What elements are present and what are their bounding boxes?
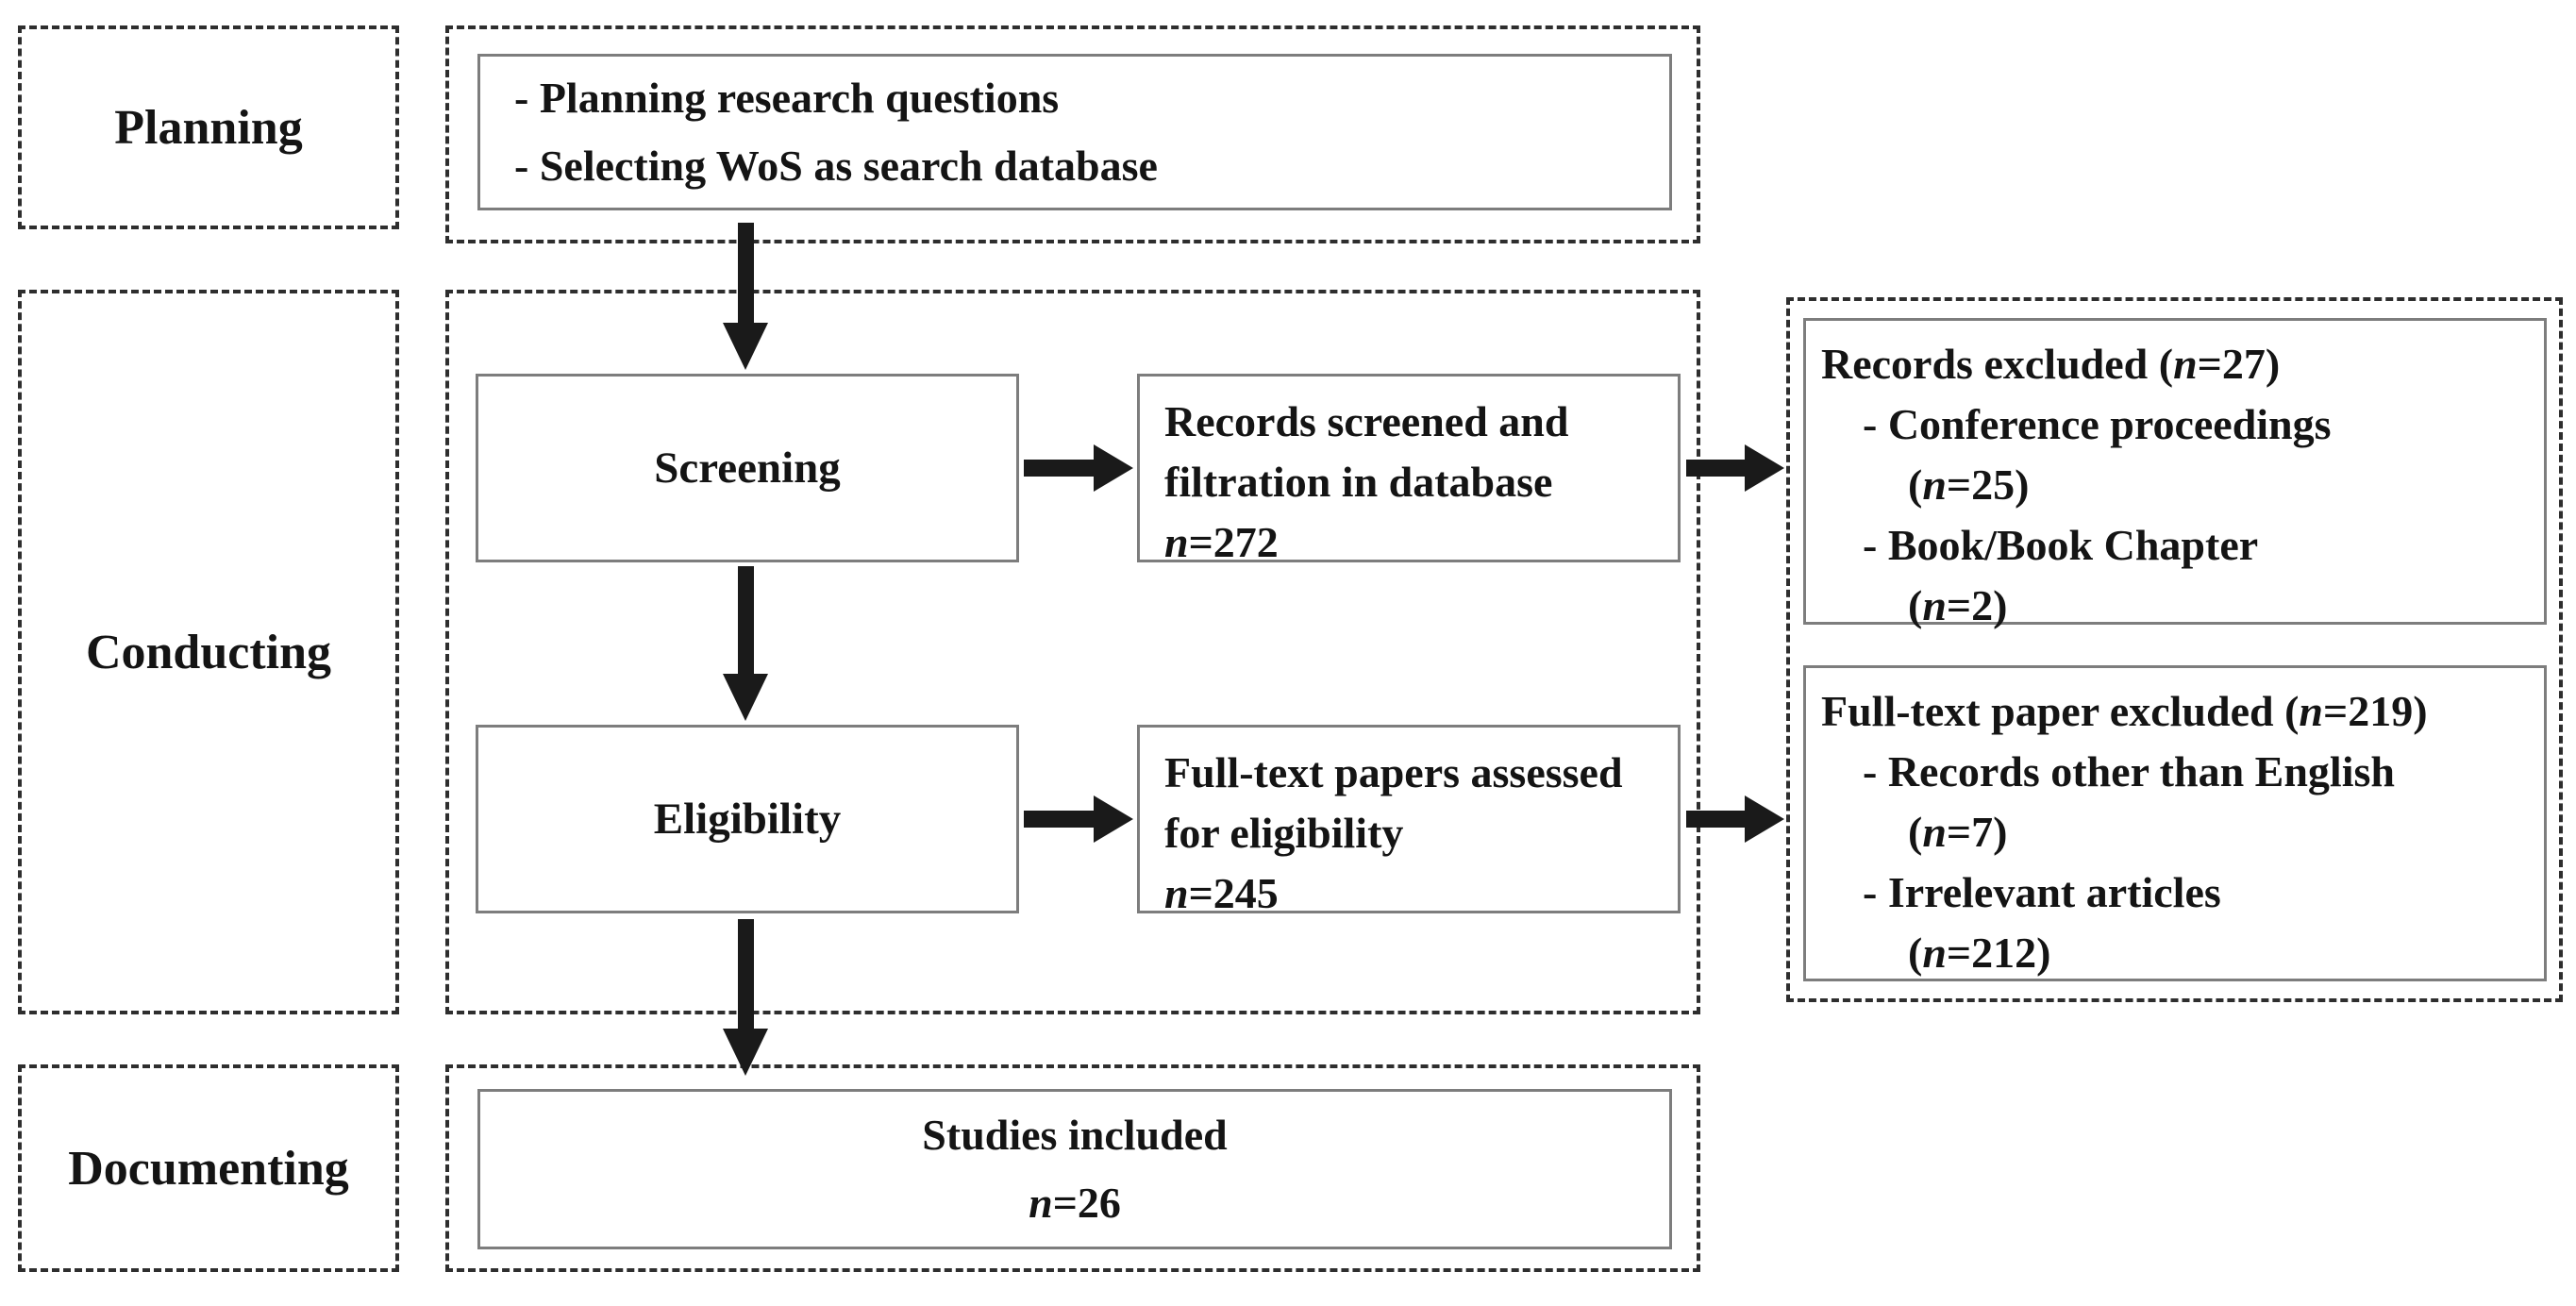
fulltext-excluded-item-2: - Irrelevant articles <box>1863 868 2221 916</box>
arrow-head-right-icon <box>1094 444 1133 492</box>
planning-output-box: - Planning research questions - Selectin… <box>477 54 1672 210</box>
phase-label-documenting: Documenting <box>68 1141 349 1196</box>
planning-output-line-2: - Selecting WoS as search database <box>514 142 1158 190</box>
records-excluded-title-text: Records excluded ( <box>1821 340 2174 388</box>
fulltext-excluded-item-1: - Records other than English <box>1863 747 2395 795</box>
arrow-screening-to-records-screened <box>1024 444 1133 492</box>
records-excluded-item-1-paren: ( <box>1908 460 1923 509</box>
records-excluded-item-2-value: =2) <box>1946 581 2008 629</box>
arrow-head-down-icon <box>723 674 768 721</box>
studies-included-count-line: n=26 <box>1029 1169 1121 1237</box>
phase-box-documenting: Documenting <box>18 1064 399 1272</box>
phase-box-conducting: Conducting <box>18 290 399 1014</box>
records-excluded-item-2-n: n <box>1922 581 1947 629</box>
fulltext-excluded-item-2-count: (n=212) <box>1908 923 2533 983</box>
arrow-shaft <box>737 919 754 1029</box>
planning-output-line-1: - Planning research questions <box>514 74 1060 122</box>
fulltext-excluded-item-1-count: (n=7) <box>1908 802 2533 862</box>
fulltext-assessed-count: =245 <box>1188 869 1279 917</box>
arrow-shaft <box>1024 460 1094 477</box>
records-screened-box: Records screened and filtration in datab… <box>1137 374 1681 566</box>
phase-label-planning: Planning <box>114 100 303 155</box>
records-excluded-item-2-count: (n=2) <box>1908 576 2533 636</box>
arrow-head-down-icon <box>723 323 768 370</box>
arrow-screening-to-eligibility <box>723 566 768 721</box>
studies-included-box: Studies included n=26 <box>477 1089 1672 1249</box>
records-screened-n: n <box>1164 518 1189 566</box>
studies-included-n: n <box>1029 1179 1053 1227</box>
arrow-shaft <box>737 566 754 674</box>
fulltext-assessed-n: n <box>1164 869 1189 917</box>
arrow-shaft <box>737 223 754 323</box>
arrow-records-screened-to-records-excluded <box>1686 444 1784 492</box>
arrow-shaft <box>1686 460 1745 477</box>
arrow-planning-to-screening <box>723 223 768 370</box>
records-excluded-item-2-paren: ( <box>1908 581 1923 629</box>
arrow-head-down-icon <box>723 1029 768 1076</box>
fulltext-excluded-item-2-value: =212) <box>1946 929 2051 977</box>
records-excluded-box: Records excluded (n=27) - Conference pro… <box>1803 318 2547 629</box>
phase-box-planning: Planning <box>18 25 399 229</box>
fulltext-assessed-box: Full-text papers assessed for eligibilit… <box>1137 725 1681 917</box>
fulltext-excluded-title-text: Full-text paper excluded ( <box>1821 687 2300 735</box>
fulltext-excluded-item-1-paren: ( <box>1908 808 1923 856</box>
arrow-shaft <box>1686 811 1745 828</box>
screening-stage-label: Screening <box>654 444 841 493</box>
fulltext-excluded-n: n <box>2299 687 2323 735</box>
studies-included-text: Studies included <box>922 1111 1228 1159</box>
screening-stage-box: Screening <box>476 374 1019 562</box>
phase-label-conducting: Conducting <box>85 625 332 679</box>
arrow-head-right-icon <box>1094 795 1133 843</box>
eligibility-stage-label: Eligibility <box>653 795 842 844</box>
records-excluded-title: Records excluded (n=27) <box>1821 334 2533 394</box>
fulltext-excluded-title: Full-text paper excluded (n=219) <box>1821 681 2533 742</box>
records-excluded-item-1: - Conference proceedings <box>1863 400 2332 448</box>
records-excluded-n: n <box>2173 340 2198 388</box>
documenting-container: Studies included n=26 <box>445 1064 1700 1272</box>
fulltext-excluded-count: =219) <box>2322 687 2428 735</box>
eligibility-stage-box: Eligibility <box>476 725 1019 913</box>
records-excluded-item-1-count: (n=25) <box>1908 455 2533 515</box>
fulltext-excluded-item-2-paren: ( <box>1908 929 1923 977</box>
arrow-eligibility-to-included <box>723 919 768 1076</box>
records-screened-count: =272 <box>1188 518 1279 566</box>
arrow-eligibility-to-fulltext-assessed <box>1024 795 1133 843</box>
records-excluded-item-1-value: =25) <box>1946 460 2030 509</box>
records-excluded-item-1-n: n <box>1922 460 1947 509</box>
fulltext-excluded-box: Full-text paper excluded (n=219) - Recor… <box>1803 665 2547 981</box>
fulltext-excluded-item-2-n: n <box>1922 929 1947 977</box>
arrow-head-right-icon <box>1745 795 1784 843</box>
planning-output-container: - Planning research questions - Selectin… <box>445 25 1700 243</box>
fulltext-excluded-item-1-n: n <box>1922 808 1947 856</box>
fulltext-assessed-text: Full-text papers assessed for eligibilit… <box>1164 748 1623 857</box>
records-excluded-count: =27) <box>2197 340 2281 388</box>
arrow-fulltext-assessed-to-fulltext-excluded <box>1686 795 1784 843</box>
records-excluded-item-2: - Book/Book Chapter <box>1863 521 2259 569</box>
fulltext-excluded-item-1-value: =7) <box>1946 808 2008 856</box>
studies-included-count: =26 <box>1052 1179 1121 1227</box>
records-screened-text: Records screened and filtration in datab… <box>1164 397 1569 506</box>
arrow-shaft <box>1024 811 1094 828</box>
arrow-head-right-icon <box>1745 444 1784 492</box>
